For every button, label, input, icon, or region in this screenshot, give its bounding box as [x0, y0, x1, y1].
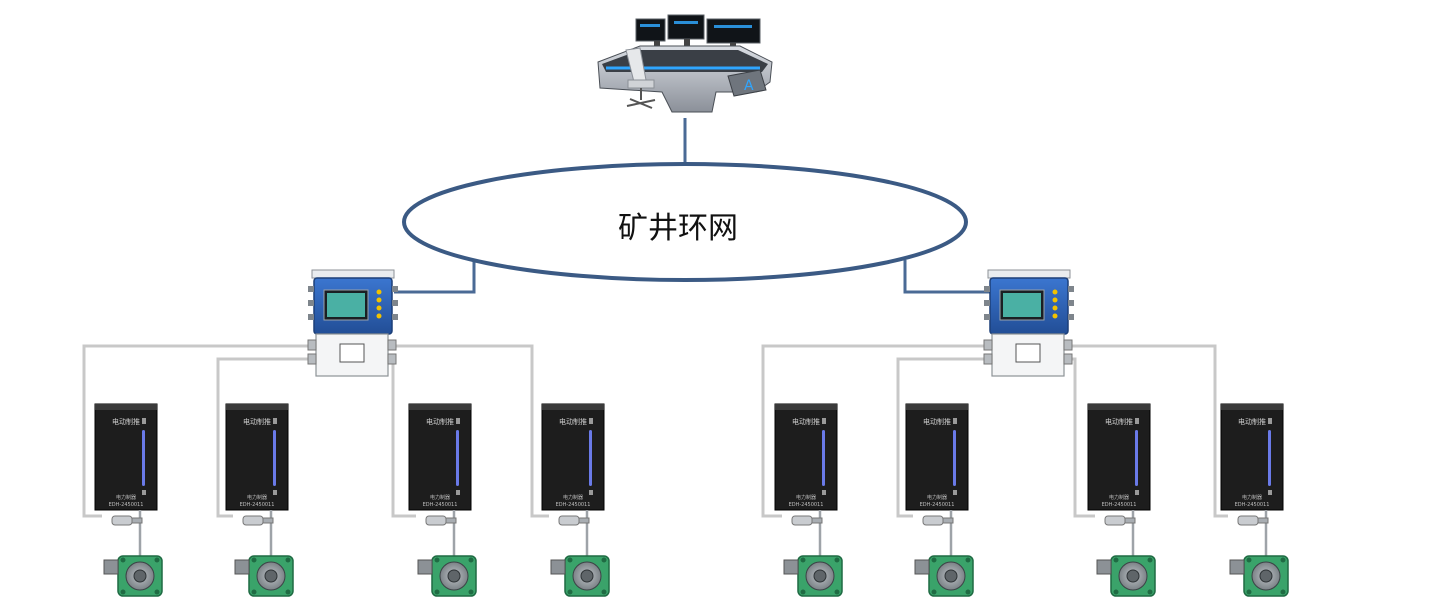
sensor-icon — [558, 515, 590, 526]
cabinet-code: EDH-2450011 — [1235, 502, 1270, 508]
controller-box-icon — [308, 269, 398, 335]
cabinet-title: 电动制推 — [923, 417, 951, 426]
sensor-icon — [791, 515, 823, 526]
sensor-icon — [425, 515, 457, 526]
svg-text:A: A — [744, 78, 754, 94]
cabinet-code: EDH-2450011 — [423, 502, 458, 508]
cable-bundle — [82, 344, 549, 518]
cabinet-model: 电力制器 — [247, 494, 267, 501]
bearing-icon — [783, 555, 843, 597]
cabinet-code: EDH-2450011 — [789, 502, 824, 508]
cabinet-title: 电动制推 — [112, 417, 140, 426]
cabinet-code: EDH-2450011 — [240, 502, 275, 508]
junction-box — [983, 333, 1073, 377]
cabinet-model: 电力制器 — [563, 494, 583, 501]
bearing-icon — [550, 555, 610, 597]
cabinet-code: EDH-2450011 — [1102, 502, 1137, 508]
controller-box-icon — [984, 269, 1074, 335]
cabinet-model: 电力制器 — [1109, 494, 1129, 501]
ring-network-label: 矿井环网 — [618, 211, 738, 246]
cabinet-title: 电动制推 — [243, 417, 271, 426]
bearing-icon — [103, 555, 163, 597]
network-links — [394, 118, 990, 294]
subnet-group: 电动制推电力制器EDH-2450011电动制推电力制器EDH-2450011电动… — [761, 269, 1289, 597]
sensor-icon — [242, 515, 274, 526]
sensor-icon — [111, 515, 143, 526]
junction-box — [307, 333, 397, 377]
subnet-group: 电动制推电力制器EDH-2450011电动制推电力制器EDH-2450011电动… — [82, 269, 610, 597]
cabinet-model: 电力制器 — [796, 494, 816, 501]
bearing-icon — [1096, 555, 1156, 597]
sensor-icon — [922, 515, 954, 526]
cabinet-title: 电动制推 — [1238, 417, 1266, 426]
bearing-icon — [417, 555, 477, 597]
cabinet-model: 电力制器 — [116, 494, 136, 501]
sensor-icon — [1237, 515, 1269, 526]
cabinet-code: EDH-2450011 — [556, 502, 591, 508]
cabinet-title: 电动制推 — [426, 417, 454, 426]
bearing-icon — [234, 555, 294, 597]
bearing-icon — [1229, 555, 1289, 597]
cabinet-title: 电动制推 — [1105, 417, 1133, 426]
sensor-icon — [1104, 515, 1136, 526]
ring-network: 矿井环网 — [402, 162, 968, 282]
cabinet-code: EDH-2450011 — [109, 502, 144, 508]
cabinet-title: 电动制推 — [559, 417, 587, 426]
cabinet-model: 电力制器 — [430, 494, 450, 501]
cabinet-code: EDH-2450011 — [920, 502, 955, 508]
bearing-icon — [914, 555, 974, 597]
control-console-icon: A — [597, 14, 773, 113]
cabinet-title: 电动制推 — [792, 417, 820, 426]
cabinet-model: 电力制器 — [927, 494, 947, 501]
cabinet-model: 电力制器 — [1242, 494, 1262, 501]
